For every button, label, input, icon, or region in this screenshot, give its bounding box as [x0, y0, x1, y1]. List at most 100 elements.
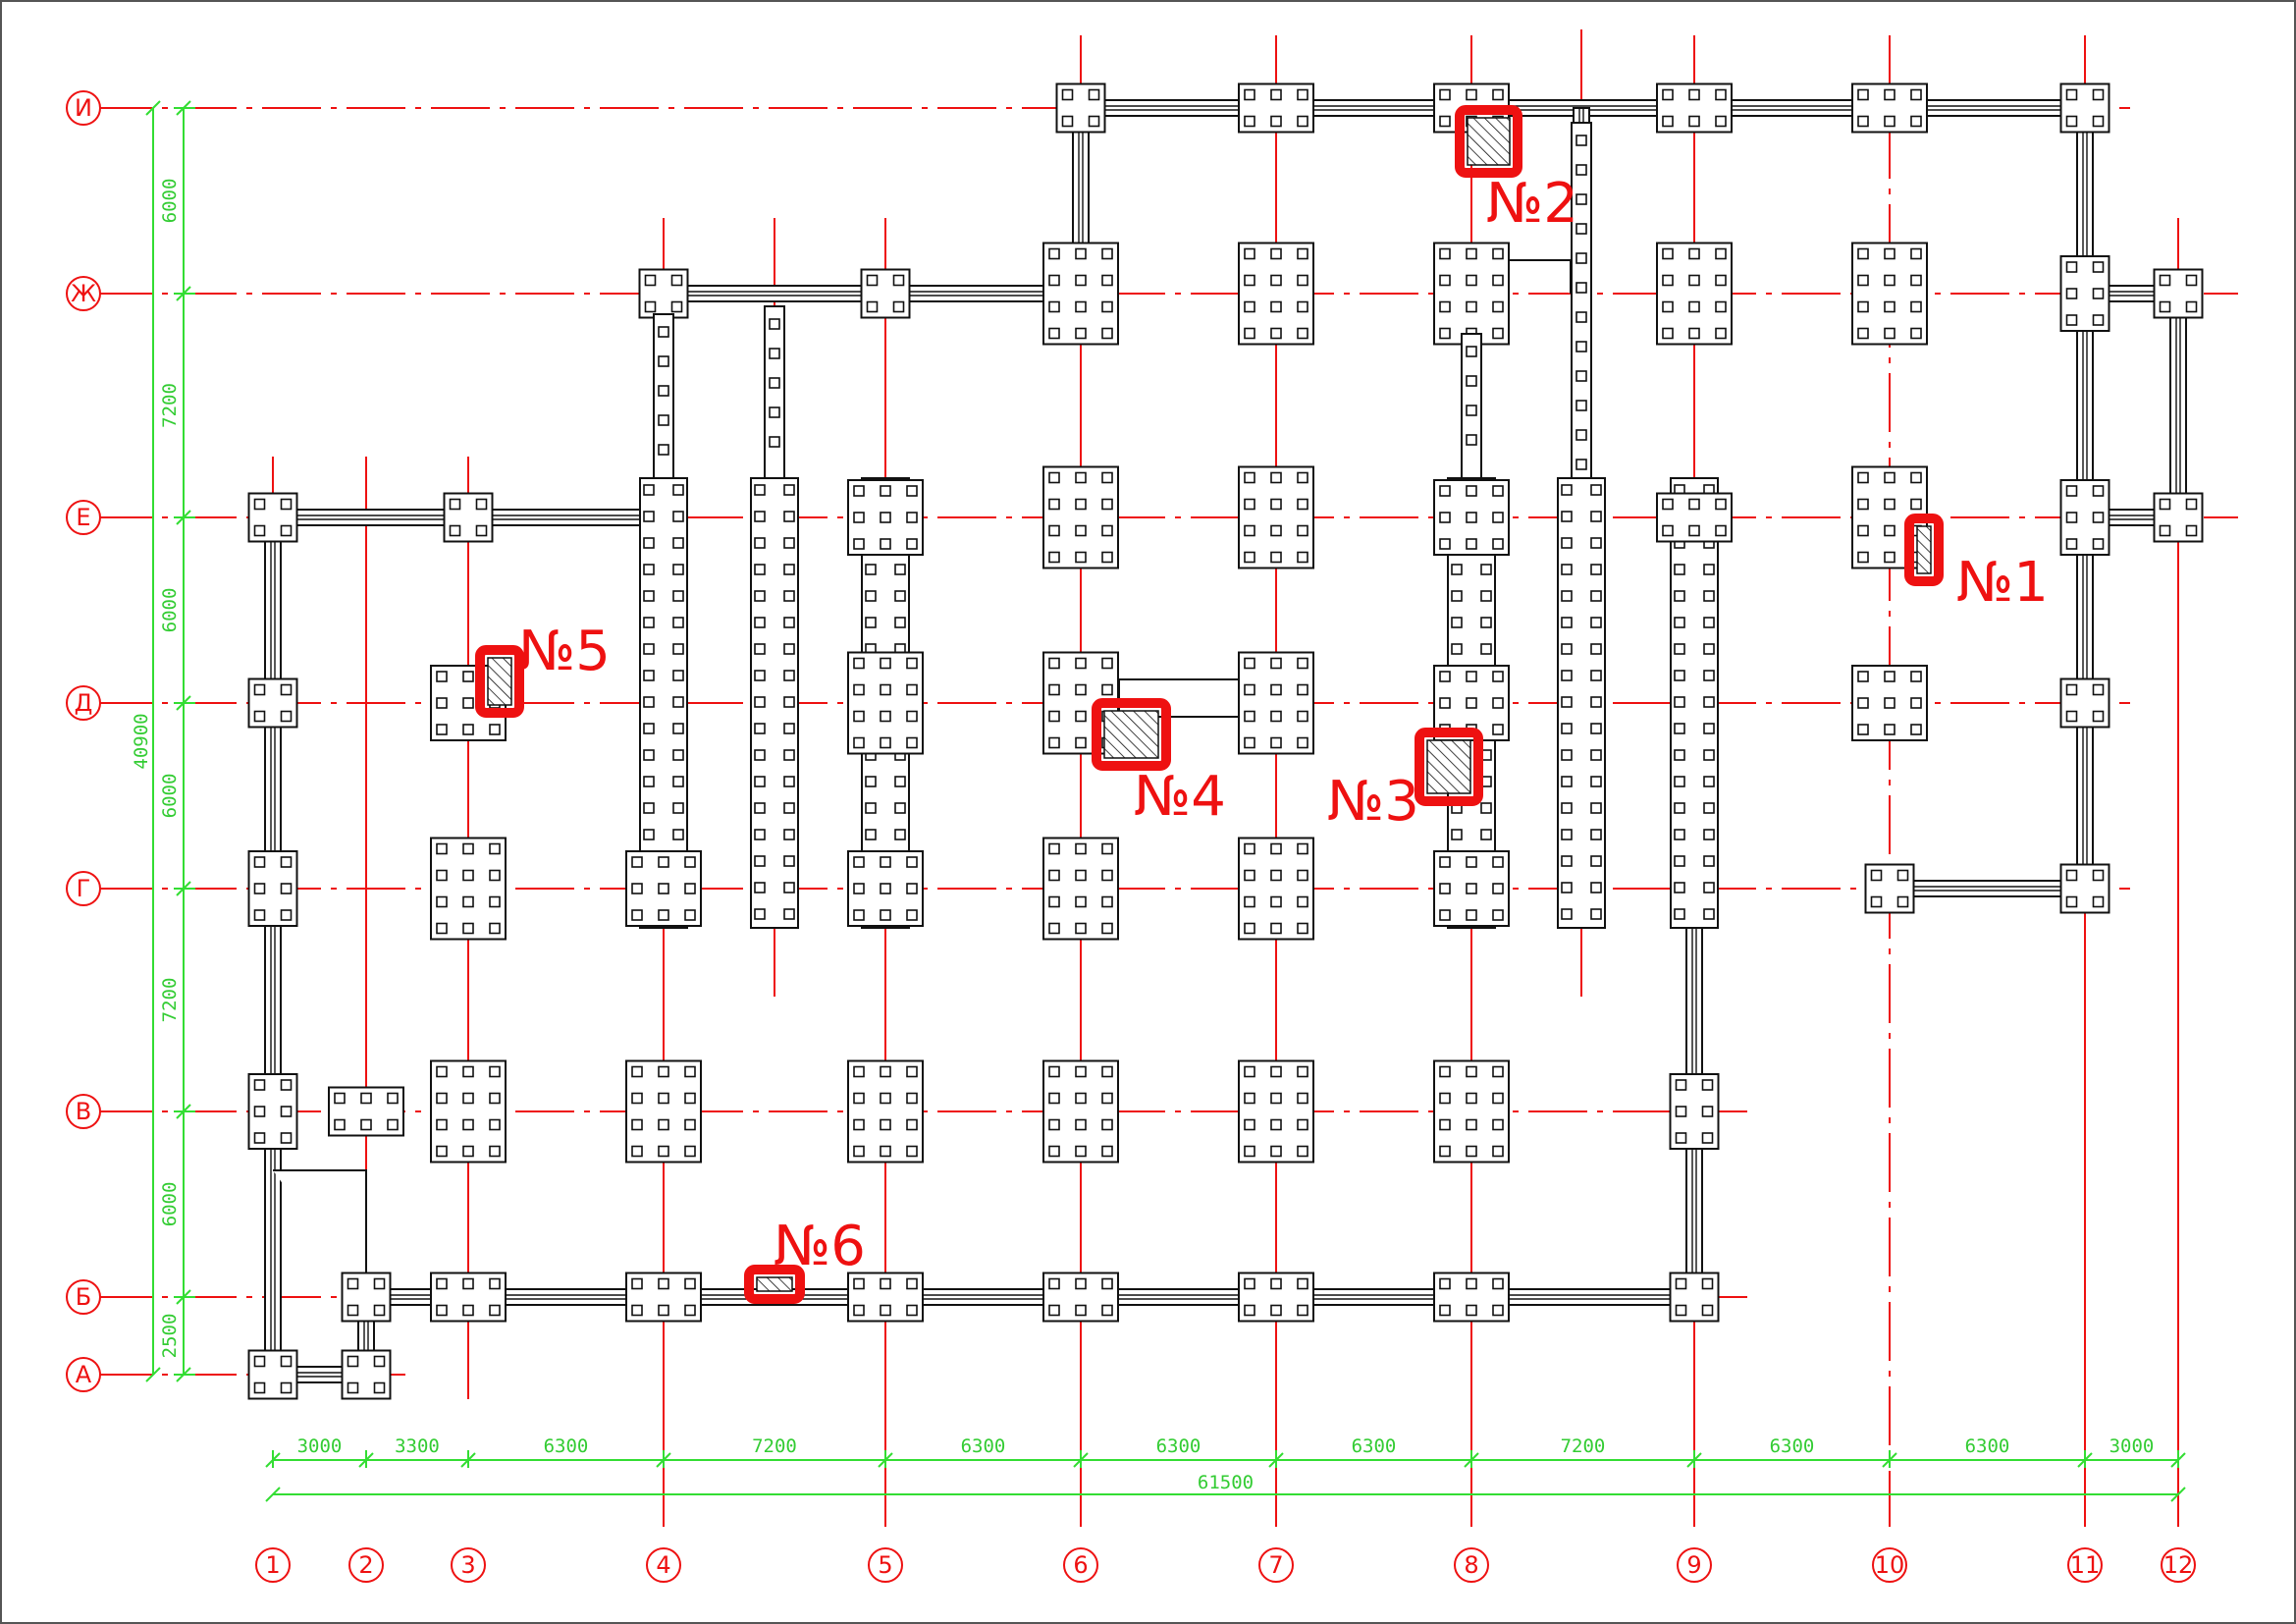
- pile: [1575, 252, 1587, 264]
- pile-cap-Б-3: [430, 1272, 507, 1323]
- pile: [1590, 908, 1602, 920]
- pile: [1884, 471, 1896, 484]
- pile: [1492, 883, 1504, 894]
- pile: [1857, 671, 1869, 682]
- pile: [1561, 537, 1573, 549]
- pile: [347, 1355, 359, 1368]
- pile: [1662, 274, 1674, 287]
- pile: [1244, 524, 1255, 537]
- pile: [2065, 485, 2078, 497]
- pile: [1244, 300, 1255, 313]
- pile: [1590, 802, 1602, 814]
- pile: [1466, 375, 1477, 387]
- pile: [1270, 657, 1282, 670]
- pile-cap-Д-1: [247, 677, 298, 729]
- pile: [1075, 683, 1087, 696]
- pile: [1297, 115, 1308, 128]
- pile-cap-В-6: [1042, 1059, 1119, 1164]
- pile-cap-В-3: [430, 1059, 507, 1164]
- pile: [1674, 696, 1685, 708]
- dimension-tick: [145, 1367, 161, 1382]
- pile: [253, 1355, 266, 1368]
- pile-cap-outline: [1042, 1059, 1119, 1164]
- pile: [906, 1065, 918, 1078]
- dimension-value: 3000: [297, 1435, 343, 1457]
- dimension-tick: [656, 1452, 671, 1468]
- pile: [672, 749, 684, 761]
- pile: [1884, 300, 1896, 313]
- pile: [1715, 115, 1727, 128]
- pile: [1101, 1304, 1113, 1317]
- pile: [2065, 88, 2078, 101]
- pile: [1244, 88, 1255, 101]
- axis-label-Г: Г: [77, 875, 91, 902]
- pile: [853, 1304, 865, 1317]
- defect-hatch-area: [756, 1276, 793, 1292]
- pile: [754, 776, 766, 787]
- pile: [1048, 1092, 1060, 1105]
- pile: [1662, 300, 1674, 313]
- pile: [1466, 697, 1477, 709]
- pile: [1910, 88, 1922, 101]
- pile: [1590, 855, 1602, 867]
- pile: [1662, 327, 1674, 340]
- pile: [2065, 314, 2078, 326]
- pile: [643, 749, 655, 761]
- pile: [2092, 538, 2105, 550]
- pile: [1675, 1079, 1687, 1091]
- pile: [658, 355, 669, 367]
- pile: [1480, 590, 1492, 602]
- pile: [853, 512, 865, 523]
- pile: [1561, 670, 1573, 681]
- pile: [906, 1145, 918, 1158]
- pile: [1674, 802, 1685, 814]
- pile: [1674, 617, 1685, 628]
- pile: [1048, 300, 1060, 313]
- pile: [1575, 164, 1587, 176]
- pile: [853, 485, 865, 497]
- pile: [631, 1145, 643, 1158]
- pile: [684, 1065, 696, 1078]
- pile: [1703, 882, 1715, 893]
- pile: [1884, 498, 1896, 511]
- strip-outline: [1571, 122, 1592, 479]
- pile: [670, 300, 683, 313]
- axis-bubble-11: [2067, 1547, 2103, 1583]
- pile: [2065, 895, 2078, 908]
- pile: [1857, 274, 1869, 287]
- pile: [1270, 551, 1282, 564]
- pile-cap-Б-9: [1669, 1272, 1720, 1323]
- pile-cap-outline: [430, 837, 507, 941]
- pile: [853, 1277, 865, 1290]
- pile: [1703, 908, 1715, 920]
- pile: [769, 436, 780, 448]
- pile: [449, 524, 461, 537]
- pile: [754, 723, 766, 734]
- pile: [373, 1304, 386, 1317]
- pile: [1101, 1065, 1113, 1078]
- pile: [865, 802, 877, 814]
- pile: [1492, 485, 1504, 497]
- axis-label-9: 9: [1686, 1551, 1701, 1579]
- pile: [436, 842, 448, 855]
- defect-label: №4: [1134, 765, 1226, 829]
- pile: [906, 1118, 918, 1131]
- pile-cap-Е-8: [1433, 479, 1510, 556]
- pile: [1688, 115, 1700, 128]
- pile: [1244, 1092, 1255, 1105]
- pile: [2185, 498, 2198, 511]
- pile: [2092, 88, 2105, 101]
- pile: [853, 856, 865, 868]
- pile: [2159, 498, 2171, 511]
- pile: [1244, 471, 1255, 484]
- pile: [1561, 617, 1573, 628]
- pile: [906, 683, 918, 696]
- pile: [1675, 1132, 1687, 1144]
- dimension-tick: [1464, 1452, 1479, 1468]
- pile: [1674, 882, 1685, 893]
- pile: [489, 1304, 501, 1317]
- pile: [2065, 115, 2078, 128]
- pile: [754, 511, 766, 522]
- pile: [783, 802, 795, 814]
